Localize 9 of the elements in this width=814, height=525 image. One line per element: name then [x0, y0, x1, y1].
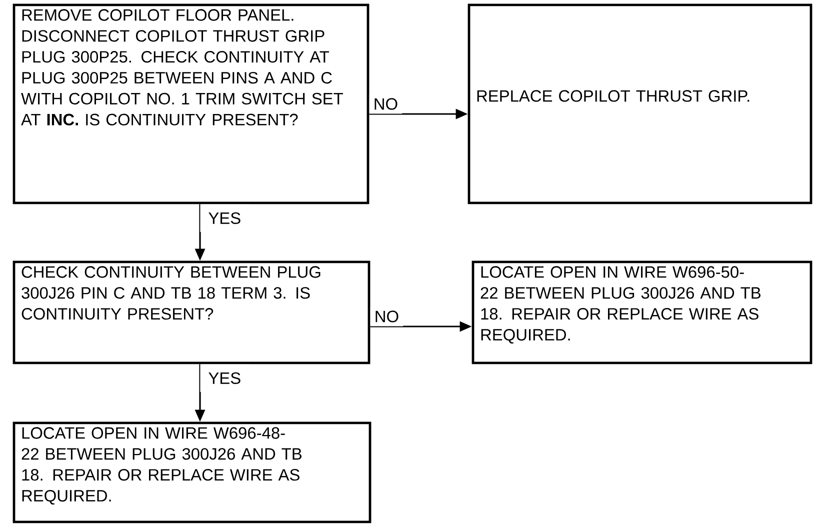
process-box: CHECK CONTINUITY BETWEEN PLUG 300J26 PIN C AND TB 18 TERM 3. IS CONTINUITY PRESENT? [12, 260, 370, 364]
process-box: REMOVE COPILOT FLOOR PANEL. DISCONNECT COPILOT THRUST GRIP PLUG 300P25. CHECK CONTINUITY AT PLUG 300P25 BETWEEN PINS A AND C WITH COPILOT NO. 1 TRIM SWITCH SET AT INC. IS CONTINUITY PRESENT? [12, 4, 370, 204]
process-box: REPLACE COPILOT THRUST GRIP. [468, 4, 812, 204]
edge-label: NO [370, 306, 404, 326]
process-box: LOCATE OPEN IN WIRE W696-48-22 BETWEEN PLUG 300J26 AND TB 18. REPAIR OR REPLACE WIRE AS REQUIRED. [12, 422, 372, 524]
edge-label: YES [200, 204, 250, 232]
edge-label: NO [369, 94, 402, 114]
process-box: LOCATE OPEN IN WIRE W696-50-22 BETWEEN PLUG 300J26 AND TB 18. REPAIR OR REPLACE WIRE AS REQUIRED. [472, 260, 812, 364]
edge-label: YES [200, 364, 250, 392]
